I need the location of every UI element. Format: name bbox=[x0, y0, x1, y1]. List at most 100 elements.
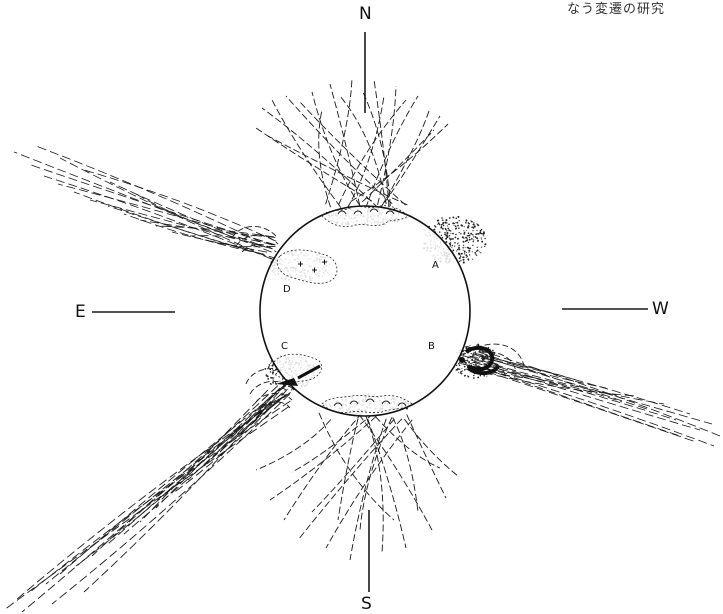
stipple-dot bbox=[459, 369, 460, 370]
stipple-dot bbox=[269, 364, 270, 365]
stipple-dot bbox=[441, 226, 442, 227]
stipple-dot bbox=[468, 223, 469, 224]
stipple-dot bbox=[446, 230, 447, 231]
stipple-dot bbox=[468, 252, 469, 253]
stipple-dot bbox=[288, 385, 290, 387]
stipple-dot bbox=[447, 232, 449, 234]
stipple-dot bbox=[468, 260, 469, 261]
stipple-dot bbox=[496, 360, 498, 362]
stipple-dot bbox=[444, 232, 445, 233]
stipple-dot bbox=[477, 224, 479, 226]
stipple-dot bbox=[484, 243, 486, 245]
north-streamer bbox=[256, 78, 448, 208]
stipple-dot bbox=[446, 222, 447, 223]
stipple-dot bbox=[476, 238, 478, 240]
stipple-dot bbox=[481, 358, 482, 359]
stipple-dot bbox=[269, 368, 271, 370]
stipple-dot bbox=[465, 347, 467, 349]
stipple-dot bbox=[485, 354, 486, 355]
stipple-dot bbox=[448, 223, 450, 225]
streamer-stroke bbox=[385, 116, 440, 202]
stipple-dot bbox=[455, 217, 457, 219]
stipple-dot bbox=[448, 229, 450, 231]
stipple-dot bbox=[468, 362, 470, 364]
stipple-dot bbox=[488, 360, 489, 361]
stipple-dot bbox=[457, 243, 458, 244]
stipple-dot bbox=[445, 238, 447, 240]
stipple-dot bbox=[459, 232, 460, 233]
stipple-dot bbox=[465, 346, 466, 347]
streamer-stroke bbox=[362, 130, 434, 202]
stipple-dot bbox=[473, 239, 474, 240]
stipple-dot bbox=[465, 247, 466, 248]
stipple-dot bbox=[466, 230, 467, 231]
streamer-stroke bbox=[407, 414, 446, 498]
stipple-dot bbox=[445, 228, 447, 230]
streamer-stroke bbox=[272, 100, 341, 207]
stipple-dot bbox=[450, 233, 451, 234]
stipple-dot bbox=[460, 256, 461, 257]
stipple-dot bbox=[473, 236, 474, 237]
stipple-dot bbox=[471, 238, 473, 240]
stipple-dot bbox=[458, 245, 459, 246]
stipple-dot bbox=[474, 360, 475, 361]
south-streamer bbox=[256, 413, 458, 560]
stipple-dot bbox=[276, 373, 277, 374]
region-a-label: A bbox=[432, 260, 439, 271]
stipple-dot bbox=[484, 361, 485, 362]
stipple-dot bbox=[476, 251, 477, 252]
stipple-dot bbox=[470, 233, 472, 235]
stipple-dot bbox=[479, 251, 480, 252]
stipple-dot bbox=[476, 223, 477, 224]
stipple-dot bbox=[481, 355, 483, 357]
stipple-dot bbox=[455, 222, 456, 223]
stipple-dot bbox=[452, 216, 454, 218]
stipple-dot bbox=[282, 379, 283, 380]
stipple-dot bbox=[476, 233, 478, 235]
stipple-dot bbox=[270, 363, 271, 364]
stipple-dot bbox=[463, 262, 465, 264]
stipple-dot bbox=[465, 220, 467, 222]
stipple-dot bbox=[483, 235, 484, 236]
stipple-dot bbox=[493, 352, 495, 354]
stipple-dot bbox=[455, 237, 457, 239]
stipple-dot bbox=[473, 375, 475, 377]
streamer-stroke bbox=[284, 413, 362, 520]
stipple-dot bbox=[463, 256, 465, 258]
stipple-dot bbox=[465, 362, 466, 363]
streamer-stroke bbox=[262, 108, 379, 208]
stipple-dot bbox=[450, 230, 451, 231]
streamer-stroke bbox=[461, 350, 690, 414]
stipple-dot bbox=[459, 257, 461, 259]
stipple-dot bbox=[458, 372, 459, 373]
stipple-dot bbox=[284, 389, 286, 391]
stipple-dot bbox=[475, 364, 477, 366]
stipple-dot bbox=[477, 376, 479, 378]
stipple-dot bbox=[442, 237, 444, 239]
stipple-dot bbox=[447, 225, 448, 226]
stipple-dot bbox=[455, 225, 457, 227]
stipple-dot bbox=[462, 247, 464, 249]
stipple-dot bbox=[471, 221, 473, 223]
stipple-dot bbox=[459, 220, 460, 221]
stipple-dot bbox=[473, 241, 474, 242]
stipple-dot bbox=[480, 230, 482, 232]
stipple-dot bbox=[439, 231, 440, 232]
stipple-dot bbox=[467, 235, 469, 237]
stipple-dot bbox=[469, 235, 471, 237]
streamer-stroke bbox=[16, 397, 283, 600]
stipple-dot bbox=[437, 220, 439, 222]
stipple-dot bbox=[483, 234, 484, 235]
stipple-dot bbox=[457, 216, 458, 217]
stipple-dot bbox=[434, 225, 436, 227]
stipple-dot bbox=[460, 371, 461, 372]
stipple-dot bbox=[497, 364, 499, 366]
stipple-dot bbox=[487, 356, 488, 357]
stipple-dot bbox=[468, 242, 469, 243]
stipple-dot bbox=[437, 224, 438, 225]
stipple-dot bbox=[479, 351, 481, 353]
streamer-stroke bbox=[58, 184, 275, 245]
stipple-dot bbox=[464, 375, 466, 377]
